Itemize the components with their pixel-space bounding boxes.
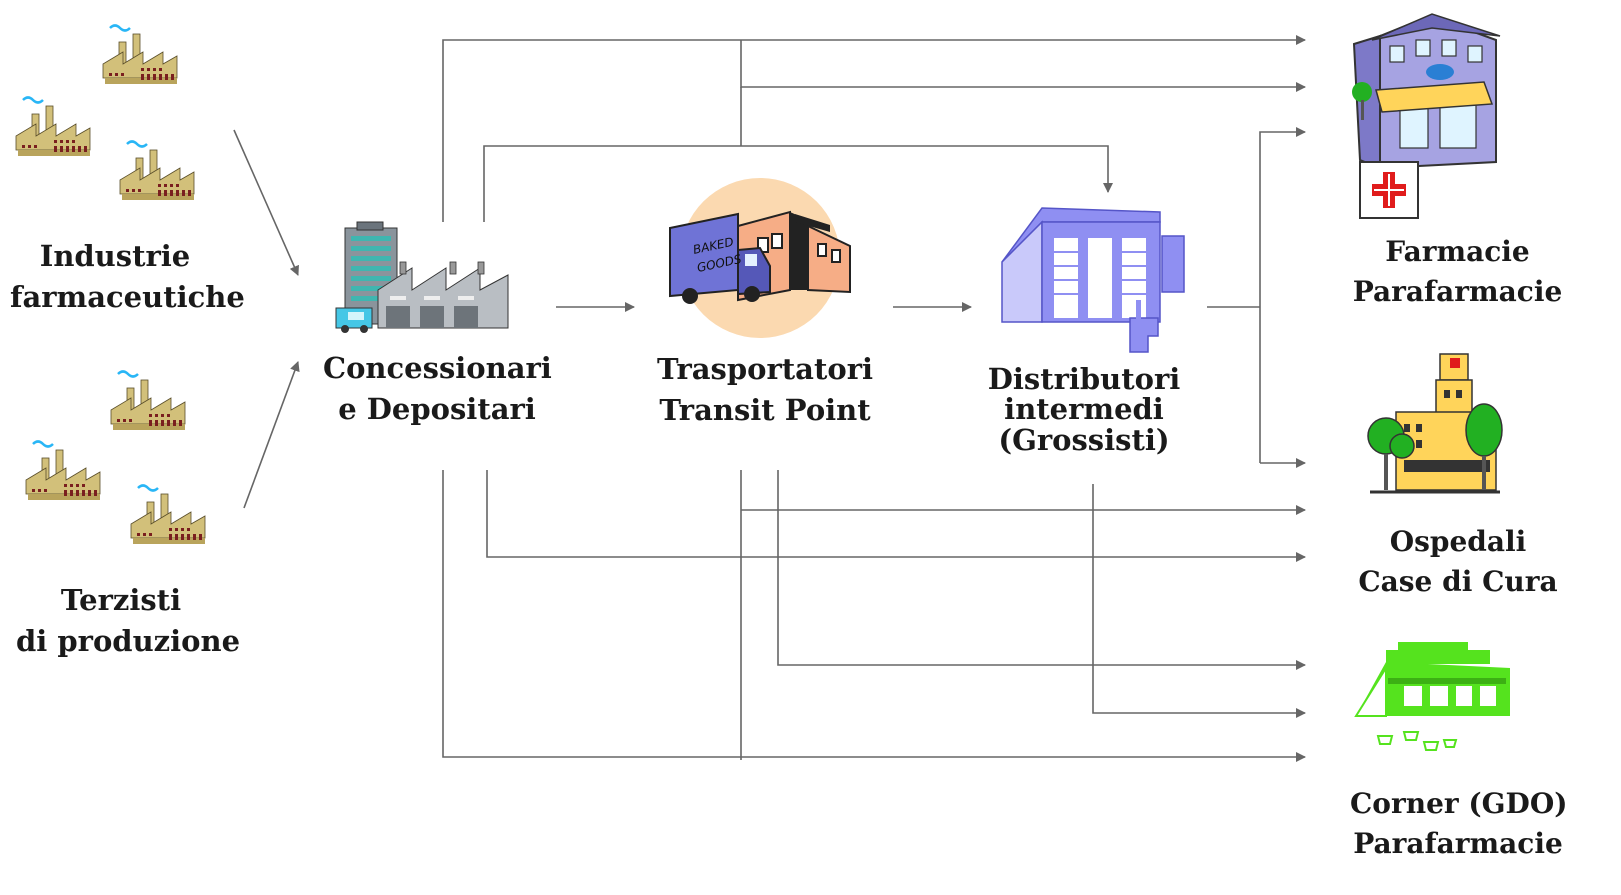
warehouse-icon [335,221,509,333]
arrow-concessionari-to-farmacie-top [442,35,1306,222]
trasportatori-line1: Trasportatori [657,352,873,386]
terzisti-label: Terzisti di produzione [16,580,241,662]
distributori-label: Distributori intermedi (Grossisti) [982,362,1186,457]
concessionari-label: Concessionari e Depositari [323,348,552,430]
corner-line1: Corner (GDO) [1350,787,1568,820]
concessionari-line2: e Depositari [338,392,536,427]
arrow-distributori-to-corner [1092,484,1306,718]
wholesaler-icon [1001,207,1185,353]
arrow-concessionari-to-corner [442,470,1306,762]
farmacie-line1: Farmacie [1385,235,1530,268]
terzisti-factories-icon [24,370,207,546]
supermarket-icon [1354,642,1510,751]
ospedali-line2: Case di Cura [1358,564,1558,598]
arrow-distributori-to-farmacie [1259,127,1306,463]
distributori-line1: Distributori [987,362,1181,396]
arrow-branch-to-farmacie [740,40,1306,92]
trasportatori-line2: Transit Point [659,393,871,428]
industrie-line1: Industrie [39,239,191,273]
arrow-terzisti-to-concessionari [243,361,300,509]
industrie-farmaceutiche-label: Industrie farmaceutiche [10,236,245,318]
ospedali-line1: Ospedali [1389,525,1527,558]
industrie-line2: farmaceutiche [10,280,245,315]
hospital-icon [1367,353,1503,494]
pharmacy-icon [1352,13,1501,219]
terzisti-line2: di produzione [16,624,241,659]
ospedali-label: Ospedali Case di Cura [1352,522,1564,602]
industrie-factories-icon [14,24,196,202]
farmacie-line2: Parafarmacie [1352,274,1563,308]
arrow-trasportatori-to-corner [777,470,1306,670]
farmacie-label: Farmacie Parafarmacie [1350,232,1565,312]
distributori-line3: (Grossisti) [998,422,1170,457]
trasportatori-label: Trasportatori Transit Point [652,349,878,431]
corner-line2: Parafarmacie [1353,826,1563,860]
corner-label: Corner (GDO) Parafarmacie [1350,784,1568,864]
concessionari-line1: Concessionari [323,351,552,385]
arrow-industrie-to-concessionari [233,129,299,276]
terzisti-line1: Terzisti [60,583,182,617]
distributori-line2: intermedi [1004,392,1164,427]
truck-icon: BAKED GOODS [669,178,851,338]
arrow-concessionari-to-distributori [483,145,1113,222]
connector-lines [233,35,1306,762]
arrow-concessionari-to-ospedali [486,470,1306,562]
